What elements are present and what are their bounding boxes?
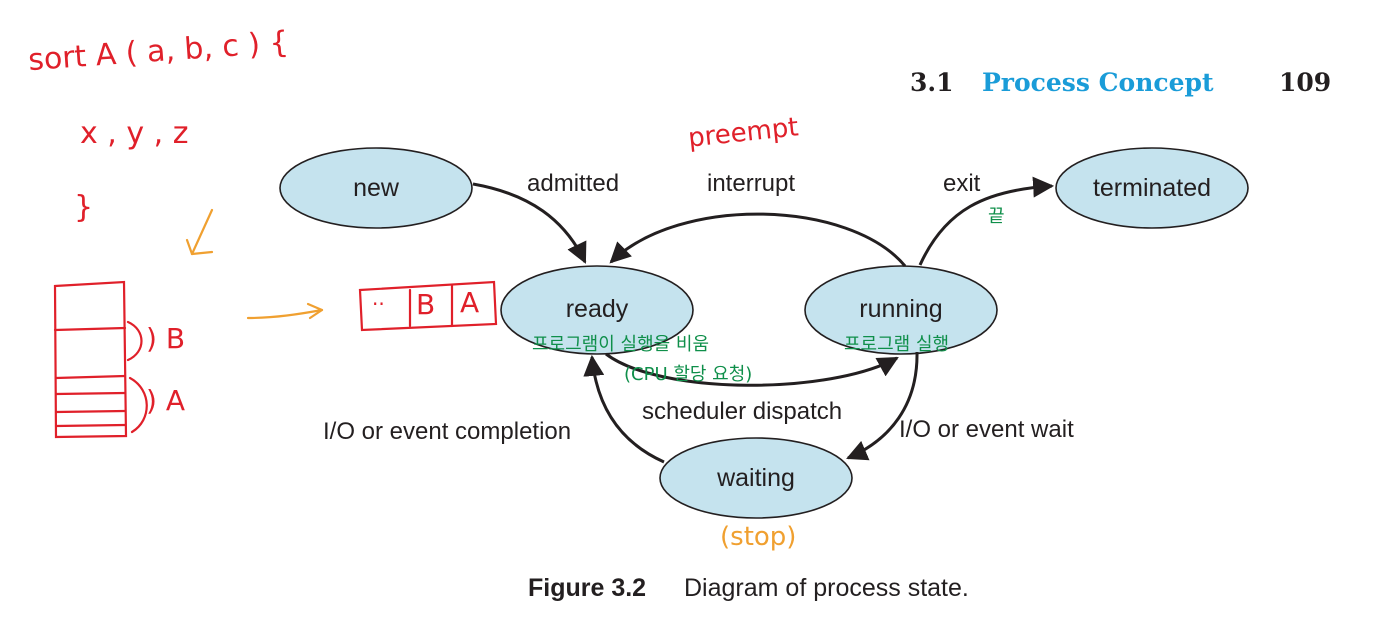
transition-scheduler-dispatch-label: scheduler dispatch — [642, 398, 843, 425]
transition-exit-label: exit — [943, 170, 981, 197]
state-running-label: running — [859, 295, 943, 323]
arrow-io-event-wait — [846, 351, 919, 461]
state-waiting-label: waiting — [717, 464, 795, 492]
queue-b-note: B — [416, 288, 436, 321]
figure-caption: Diagram of process state. — [684, 574, 969, 602]
arrow-io-event-completion — [583, 354, 665, 464]
stack-frame-a-note: ) A — [146, 384, 185, 417]
node-terminated — [1055, 147, 1249, 229]
ready-korean-note: 프로그램이 실행을 비움 — [532, 334, 710, 355]
transition-admitted-label: admitted — [527, 170, 620, 197]
closing-brace-note: } — [74, 190, 94, 225]
arrow-admitted — [472, 182, 587, 264]
stack-frame-sketch — [53, 280, 148, 439]
cpu-request-note: (CPU 할당 요청) — [624, 364, 753, 385]
transition-io-completion-label: I/O or event completion — [323, 418, 572, 445]
end-note: 끝 — [988, 206, 1005, 227]
page-number: 109 — [1279, 68, 1332, 97]
node-ready — [500, 265, 694, 355]
section-number: 3.1 — [910, 68, 954, 97]
state-terminated-label: terminated — [1092, 174, 1212, 202]
transition-io-wait-label: I/O or event wait — [899, 416, 1074, 443]
state-new-label: new — [353, 174, 399, 202]
variables-note: x , y , z — [80, 116, 189, 151]
transition-interrupt-label: interrupt — [707, 170, 796, 197]
stack-frame-b-note: ) B — [146, 322, 186, 355]
figure-label: Figure 3.2 — [528, 574, 647, 602]
node-waiting — [659, 437, 853, 519]
state-ready-label: ready — [565, 295, 629, 323]
arrow-scheduler-dispatch — [605, 352, 899, 387]
node-running — [804, 265, 998, 355]
section-title: Process Concept — [982, 68, 1214, 97]
arrow-interrupt — [609, 212, 907, 267]
ready-queue-sketch — [358, 280, 498, 332]
stop-note: (stop) — [720, 522, 797, 552]
queue-dots-note: ·· — [372, 292, 385, 316]
arrow-exit — [918, 176, 1055, 266]
queue-a-note: A — [460, 286, 480, 319]
node-new — [279, 147, 473, 229]
running-korean-note: 프로그램 실행 — [844, 334, 950, 355]
orange-annotation-arrows — [185, 208, 324, 320]
